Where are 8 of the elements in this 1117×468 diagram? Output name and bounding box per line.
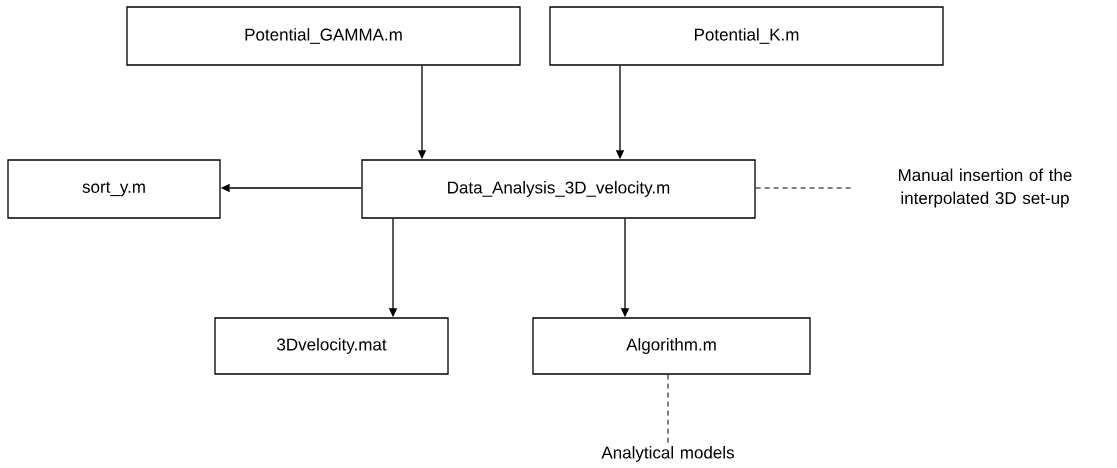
file-box: Algorithm.m <box>532 317 811 375</box>
note-text: Manual insertion of the interpolated 3D set-up <box>899 168 1072 208</box>
file-box: Potential_K.m <box>549 6 944 66</box>
file-box: Potential_GAMMA.m <box>126 6 521 66</box>
file-box: Data_Analysis_3D_velocity.m <box>361 159 756 219</box>
note-text: Analytical models <box>601 446 734 462</box>
file-box: sort_y.m <box>7 159 221 219</box>
file-box: 3Dvelocity.mat <box>214 317 449 375</box>
